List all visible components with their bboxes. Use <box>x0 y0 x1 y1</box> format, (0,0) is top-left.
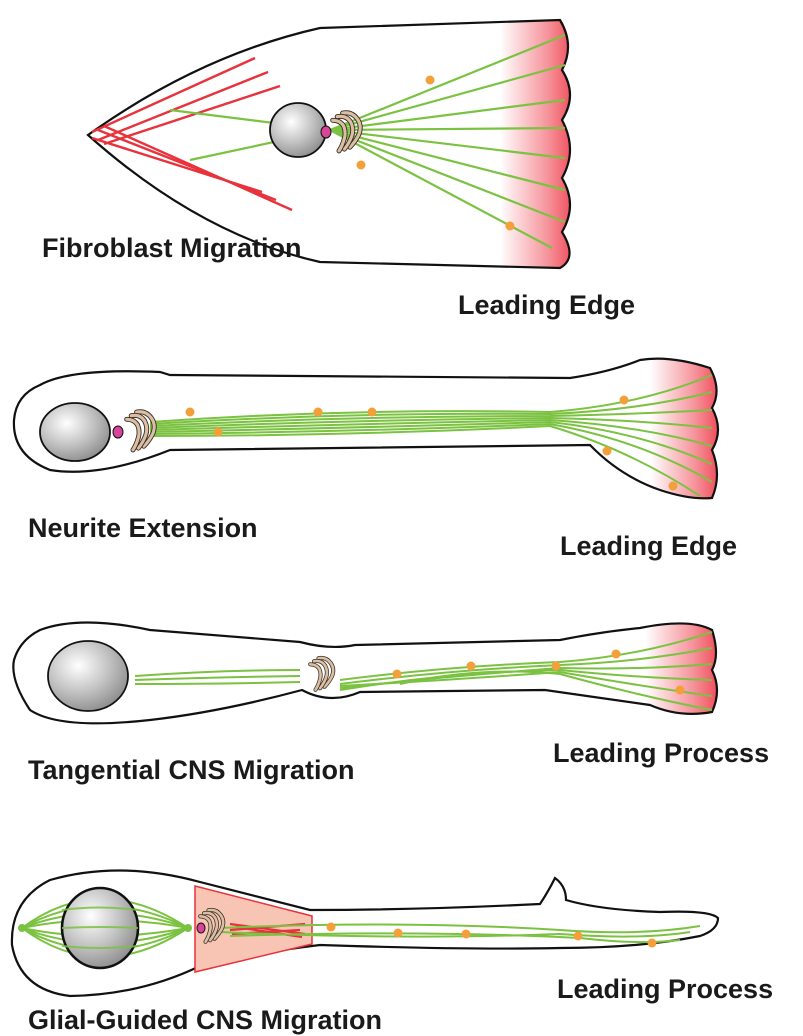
neurite-cell <box>14 350 725 510</box>
nucleus <box>270 103 326 157</box>
panel-title-tangential: Tangential CNS Migration <box>28 757 355 784</box>
edge-label-tangential: Leading Process <box>553 740 769 767</box>
edge-label-neurite: Leading Edge <box>560 533 737 560</box>
golgi-apparatus <box>310 658 333 690</box>
centrosome <box>321 126 331 138</box>
vesicles <box>357 76 515 231</box>
edge-label-glial-guided: Leading Process <box>557 976 773 1003</box>
centrosome <box>113 426 123 438</box>
edge-label-fibroblast: Leading Edge <box>458 292 635 319</box>
nucleus <box>48 641 128 711</box>
centrosome-right <box>184 924 192 932</box>
panel-title-fibroblast: Fibroblast Migration <box>42 235 302 262</box>
centrosome-left <box>18 924 26 932</box>
tangential-cell <box>13 610 725 725</box>
nucleus <box>40 403 110 461</box>
panel-title-glial-guided: Glial-Guided CNS Migration <box>28 1007 382 1034</box>
centrosome <box>197 923 205 933</box>
cell-membrane <box>88 20 570 268</box>
actin-stress-fibers <box>92 58 292 210</box>
microtubules <box>150 375 712 496</box>
panel-title-neurite: Neurite Extension <box>28 515 258 542</box>
